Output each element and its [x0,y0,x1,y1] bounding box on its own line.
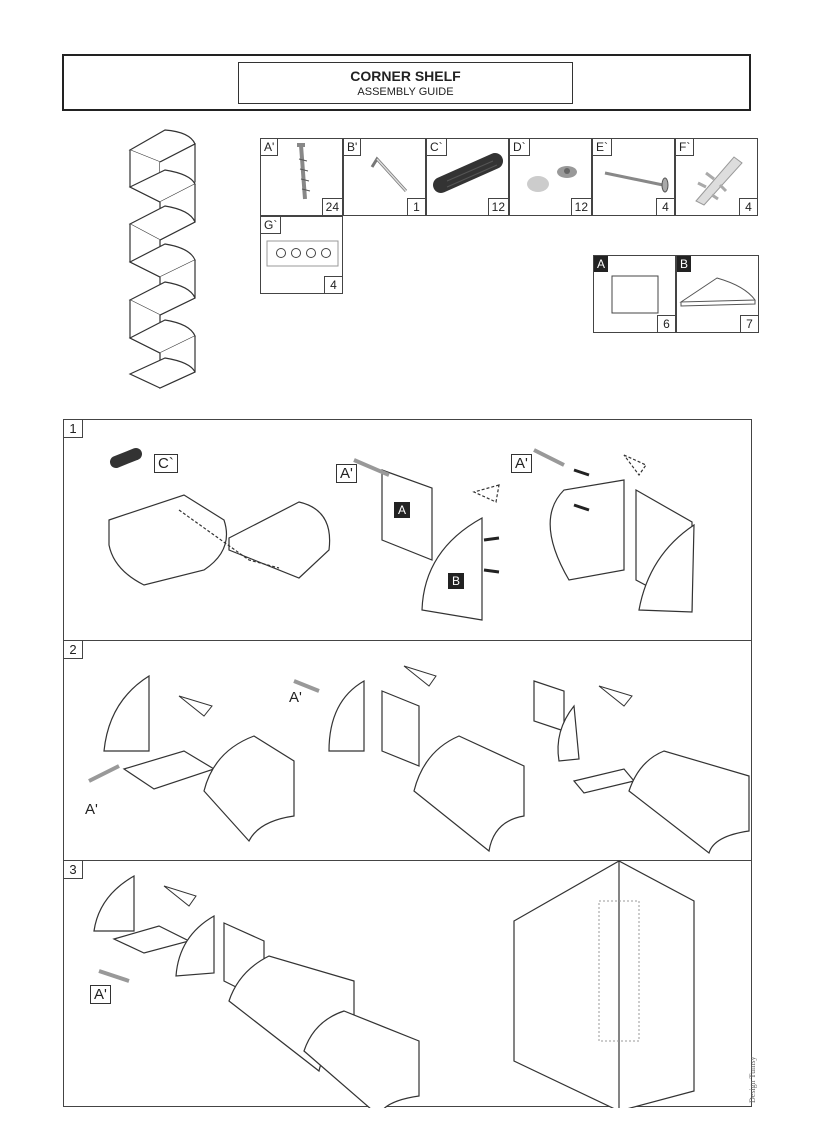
step-1: 1 C` A' A' A B [64,420,751,641]
screw-icon [297,143,311,200]
part-label: F` [676,139,695,156]
header-frame [62,54,751,111]
part-cell-e: E` 4 [592,138,675,216]
part-tag: C` [154,454,178,473]
part-label: C` [427,139,447,156]
design-credit: Design Tumsy [748,1056,757,1103]
side-panel-icon [611,275,659,314]
part-cell-a-prime: A' 24 [260,138,343,216]
part-quantity: 1 [407,198,425,215]
wood-screw-icon [604,171,669,193]
part-label: B' [344,139,362,156]
step-number: 2 [64,641,83,659]
part-quantity: 4 [739,198,757,215]
part-label: E` [593,139,612,156]
wall-plug-icon [695,156,743,206]
part-cell-d: D` 12 [509,138,592,216]
allen-key-icon [370,156,408,193]
part-quantity: 4 [656,198,674,215]
document-subtitle: ASSEMBLY GUIDE [357,86,454,98]
part-cell-c: C` 12 [426,138,509,216]
panel-quantity: 7 [740,315,758,332]
part-label: D` [510,139,530,156]
part-label: G` [261,217,282,234]
step-2-illustration [88,665,750,855]
part-tag: A' [336,464,357,483]
step-3-illustration [93,861,695,1108]
part-tag: A' [82,801,101,818]
part-cell-b-prime: B' 1 [343,138,426,216]
part-tag: A' [286,689,305,706]
part-quantity: 24 [321,198,342,215]
part-quantity: 12 [487,198,508,215]
cap-sheet-icon [266,240,339,267]
panel-cell-b: B 7 [676,255,759,333]
part-quantity: 4 [324,276,342,293]
panel-quantity: 6 [657,315,675,332]
part-tag: A' [511,454,532,473]
panel-tag: B [448,573,464,589]
step-3: 3 A' [64,861,751,1108]
title-box: CORNER SHELF ASSEMBLY GUIDE [238,62,573,104]
part-tag: A' [90,985,111,1004]
part-cell-g: G` 4 [260,216,343,294]
shelf-panel-icon [679,277,756,307]
step-1-illustration [108,448,695,621]
panel-label: A [594,256,609,272]
screw-cap-icon [527,166,577,192]
document-title: CORNER SHELF [350,68,461,84]
panel-tag: A [394,502,410,518]
panel-label: B [677,256,692,272]
panel-cell-a: A 6 [593,255,676,333]
dowel-icon [433,153,503,193]
step-number: 3 [64,861,83,879]
part-cell-f: F` 4 [675,138,758,216]
assembly-steps: 1 C` A' A' A B 2 [63,419,752,1108]
step-number: 1 [64,420,83,438]
part-quantity: 12 [570,198,591,215]
part-label: A' [261,139,279,156]
assembled-shelf-illustration [128,129,196,389]
step-2: 2 A' A' [64,641,751,861]
